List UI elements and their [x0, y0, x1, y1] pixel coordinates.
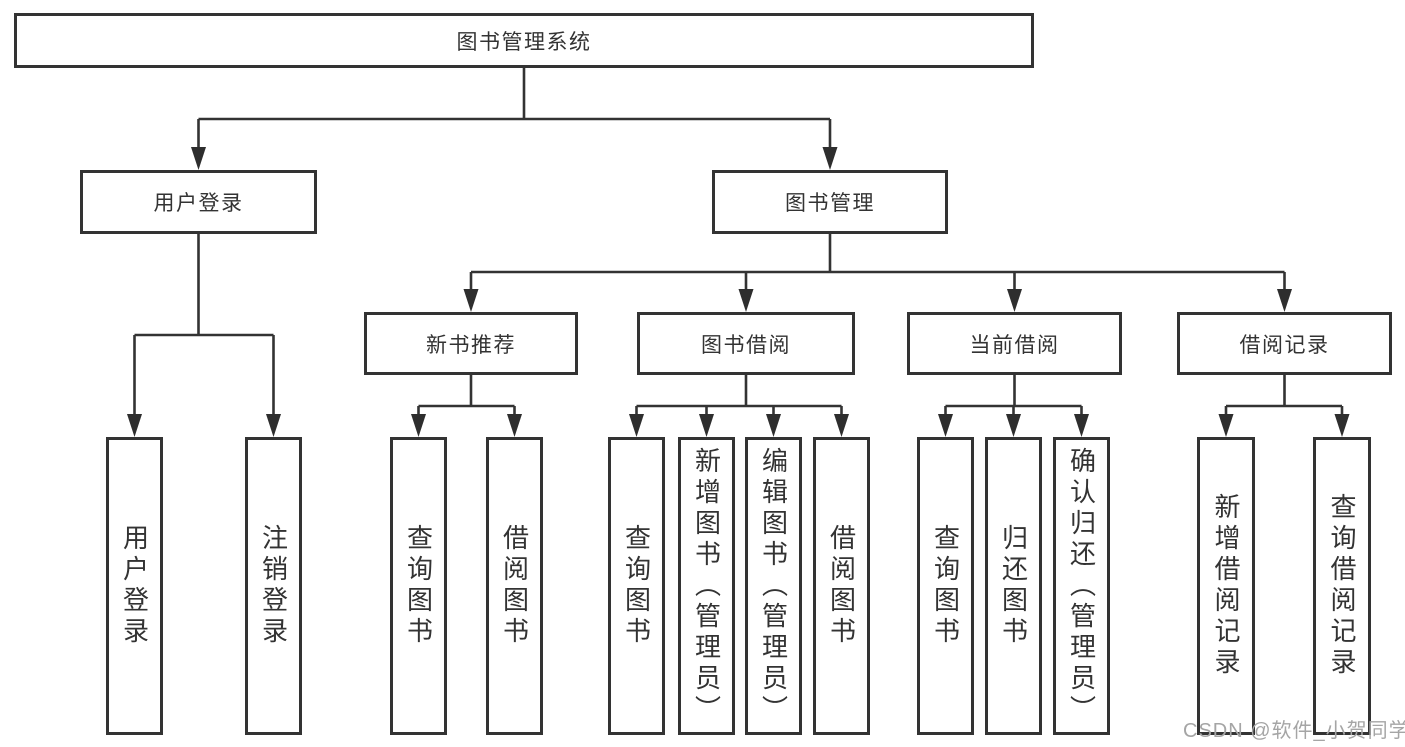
leaf-label: 借阅图书 [826, 524, 857, 648]
leaf-label: 新增图书（管理员） [691, 446, 722, 726]
leaf-add-book-admin: 新增图书（管理员） [678, 437, 735, 735]
node-label: 新书推荐 [426, 333, 516, 357]
node-label: 用户登录 [153, 192, 244, 215]
leaf-user-login: 用户登录 [106, 437, 163, 735]
leaf-label: 编辑图书（管理员） [758, 446, 789, 726]
leaf-query-books-current: 查询图书 [917, 437, 974, 735]
leaf-label: 查询图书 [930, 524, 961, 648]
node-new-book-recommendation: 新书推荐 [364, 312, 578, 375]
node-label: 图书管理 [785, 192, 875, 215]
leaf-label: 查询图书 [621, 524, 652, 648]
leaf-label: 注销登录 [258, 524, 289, 648]
leaf-query-books-borrow: 查询图书 [608, 437, 665, 735]
leaf-return-book: 归还图书 [985, 437, 1042, 735]
leaf-query-borrow-record: 查询借阅记录 [1313, 437, 1371, 735]
node-library-management-system: 图书管理系统 [14, 13, 1034, 68]
node-user-login: 用户登录 [80, 170, 317, 234]
node-current-borrowing: 当前借阅 [907, 312, 1122, 375]
leaf-borrow-books-recommend: 借阅图书 [486, 437, 543, 735]
node-borrowing-records: 借阅记录 [1177, 312, 1392, 375]
leaf-label: 查询图书 [403, 524, 434, 648]
node-book-borrowing: 图书借阅 [637, 312, 855, 375]
node-label: 当前借阅 [969, 333, 1060, 357]
leaf-query-books-recommend: 查询图书 [390, 437, 447, 735]
leaf-label: 确认归还（管理员） [1066, 446, 1097, 726]
leaf-label: 新增借阅记录 [1211, 493, 1241, 679]
leaf-add-borrow-record: 新增借阅记录 [1197, 437, 1255, 735]
leaf-logout: 注销登录 [245, 437, 302, 735]
leaf-label: 查询借阅记录 [1327, 493, 1357, 679]
leaf-label: 借阅图书 [499, 524, 530, 648]
arrowhead-icons [127, 147, 1350, 437]
leaf-label: 用户登录 [119, 524, 150, 648]
tree-edges [133, 68, 1344, 416]
csdn-watermark: CSDN @软件_小贺同学 [1183, 720, 1405, 742]
leaf-confirm-return-admin: 确认归还（管理员） [1053, 437, 1110, 735]
leaf-edit-book-admin: 编辑图书（管理员） [745, 437, 802, 735]
leaf-label: 归还图书 [998, 524, 1029, 648]
node-label: 借阅记录 [1239, 333, 1330, 357]
node-book-management: 图书管理 [712, 170, 948, 234]
node-label: 图书管理系统 [456, 30, 592, 54]
leaf-borrow-books-borrow: 借阅图书 [813, 437, 870, 735]
node-label: 图书借阅 [701, 333, 791, 357]
